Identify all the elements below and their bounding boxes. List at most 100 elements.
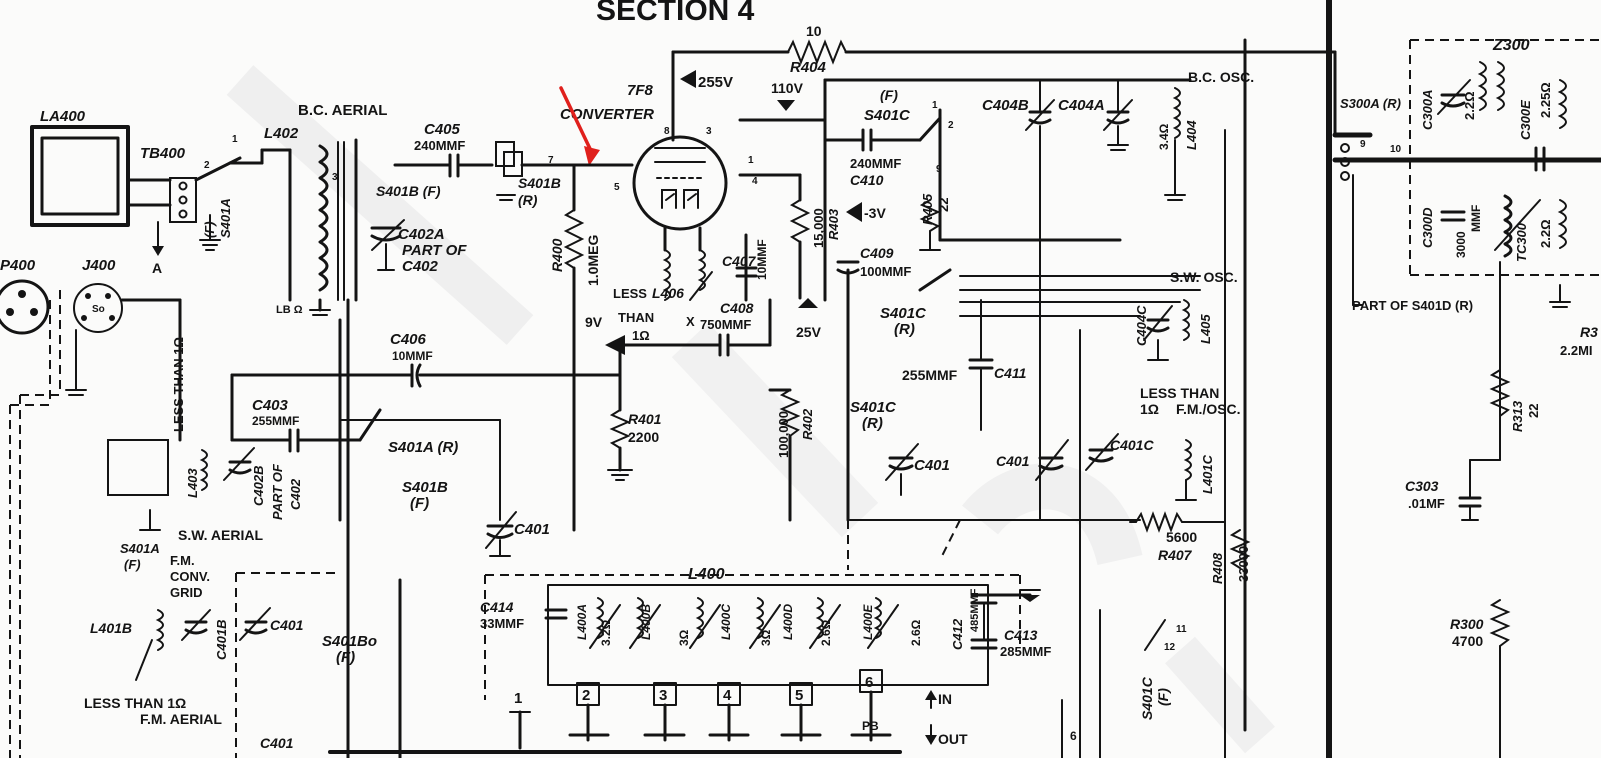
supply-25v: 25V <box>796 324 822 340</box>
ohm-2-2b: 2.2Ω <box>1538 220 1553 249</box>
s401c-f-tag: (F) <box>880 87 898 103</box>
s401a-f2-label: S401A <box>120 541 160 556</box>
capacitor-c409 <box>836 260 860 522</box>
l400b-label: L400B <box>639 604 653 640</box>
converter-tube <box>632 135 728 231</box>
c409-label: C409 <box>860 245 894 261</box>
c303-value: .01MF <box>1408 496 1445 511</box>
pin-3b: 3 <box>706 126 712 137</box>
resistor-r400 <box>563 163 585 532</box>
p400-label: P400 <box>0 257 36 274</box>
c300a-label: C300A <box>1420 90 1435 130</box>
part-of-s401d: PART OF S401D (R) <box>1352 298 1473 313</box>
misc-wiring <box>847 129 1226 758</box>
s401c-r2-label: S401C <box>850 399 897 416</box>
button-5: 5 <box>795 687 803 704</box>
c413-value: 285MMF <box>1000 644 1051 659</box>
button-pb: PB <box>862 719 879 733</box>
c408-value: 750MMF <box>700 317 751 332</box>
fm-aerial-label: F.M. AERIAL <box>140 711 222 727</box>
ohm-2-2: 2.2Ω <box>1462 92 1477 121</box>
c403-value: 255MMF <box>252 414 299 428</box>
c401-osc-label: C401 <box>914 457 950 474</box>
r408-label: R408 <box>1210 552 1225 584</box>
ohm-2-25: 2.25Ω <box>1538 82 1553 118</box>
c402b-ref: C402 <box>288 478 303 510</box>
j400-label: J400 <box>82 257 116 274</box>
pin-1b: 1 <box>748 155 754 166</box>
l404-value: 3.4Ω <box>1157 123 1171 150</box>
section-title: SECTION 4 <box>596 0 755 27</box>
r403-value: 15,000 <box>811 208 826 248</box>
l400-switch-block <box>484 574 1021 700</box>
in-label: IN <box>938 691 952 707</box>
less-than-label-2: LESS THAN <box>1140 385 1219 401</box>
out-arrow <box>925 735 937 745</box>
x-label: X <box>686 314 695 329</box>
s401b-r-label: S401B <box>518 175 561 191</box>
pin-10: 10 <box>1390 144 1402 155</box>
label-a: A <box>152 260 162 276</box>
c403-label: C403 <box>252 397 289 414</box>
z300-module <box>1332 39 1601 461</box>
c300d-value: 3000 <box>1454 231 1468 258</box>
capacitor-c414 <box>544 608 568 620</box>
s401a-f2-tag: (F) <box>124 557 141 572</box>
tb400-label: TB400 <box>140 145 186 162</box>
sw-osc-parts <box>1143 299 1190 361</box>
pin-1c: 1 <box>932 100 938 111</box>
la400-label: LA400 <box>40 108 86 125</box>
s401b-f-label: S401B (F) <box>376 183 441 199</box>
supply-9v-marker <box>605 335 625 355</box>
red-annotation-arrow <box>559 86 600 166</box>
tube-ref: 7F8 <box>627 82 654 99</box>
less-label: LESS <box>613 286 647 301</box>
s401b-r-tag: (R) <box>518 192 538 208</box>
l400b-ohm: 3Ω <box>677 629 691 646</box>
c414-value: 33MMF <box>480 616 524 631</box>
l400e-ohm: 2.6Ω <box>909 619 923 646</box>
button-3: 3 <box>659 687 667 704</box>
l400-label: L400 <box>688 566 725 583</box>
r313-value: 22 <box>1526 404 1541 418</box>
less-than-1ohm: LESS THAN 1Ω <box>84 695 186 711</box>
resistor-r401 <box>607 343 633 481</box>
c404a-label: C404A <box>1058 97 1105 114</box>
l400c-ohm: 3Ω <box>759 629 773 646</box>
supply-25v-marker <box>798 298 818 308</box>
fm-conv-grid-2: CONV. <box>170 569 210 584</box>
c402a-partof: PART OF <box>402 242 467 259</box>
r405-value: 22 <box>936 198 951 212</box>
button-6: 6 <box>865 674 873 691</box>
j400-so: So <box>92 304 105 315</box>
r400-label: R400 <box>549 238 565 272</box>
r300-label: R300 <box>1450 616 1484 632</box>
r313-label: R313 <box>1510 400 1525 432</box>
l400c-label: L400C <box>719 604 733 640</box>
c303-label: C303 <box>1405 478 1439 494</box>
in-arrow <box>925 690 937 700</box>
resistors-r407-r408 <box>1129 511 1251 569</box>
pin-1: 1 <box>232 134 238 145</box>
r402-value: 100,000 <box>776 411 791 458</box>
loop-antenna-la400 <box>30 125 172 227</box>
r408-value: 33000 <box>1236 546 1251 582</box>
pin-3: 3 <box>332 172 338 183</box>
pin-12: 12 <box>1164 642 1176 653</box>
fm-osc-parts <box>1035 433 1197 501</box>
capacitor-c401-mid <box>485 469 517 557</box>
pin-9: 9 <box>936 164 942 175</box>
pin-2c: 2 <box>948 120 954 131</box>
r405-label: R405 <box>920 193 935 225</box>
supply-minus3v-marker <box>846 202 862 222</box>
sw-osc-label: S.W. OSC. <box>1170 269 1238 285</box>
l405-label: L405 <box>1198 314 1213 344</box>
right-chain <box>1458 369 1511 758</box>
pin-4: 4 <box>752 176 758 187</box>
c413-label: C413 <box>1004 627 1038 643</box>
c401-bottom-label: C401 <box>260 735 294 751</box>
supply-minus3v: -3V <box>864 205 886 221</box>
pin-11: 11 <box>1176 624 1187 635</box>
z300-label: Z300 <box>1492 37 1530 54</box>
